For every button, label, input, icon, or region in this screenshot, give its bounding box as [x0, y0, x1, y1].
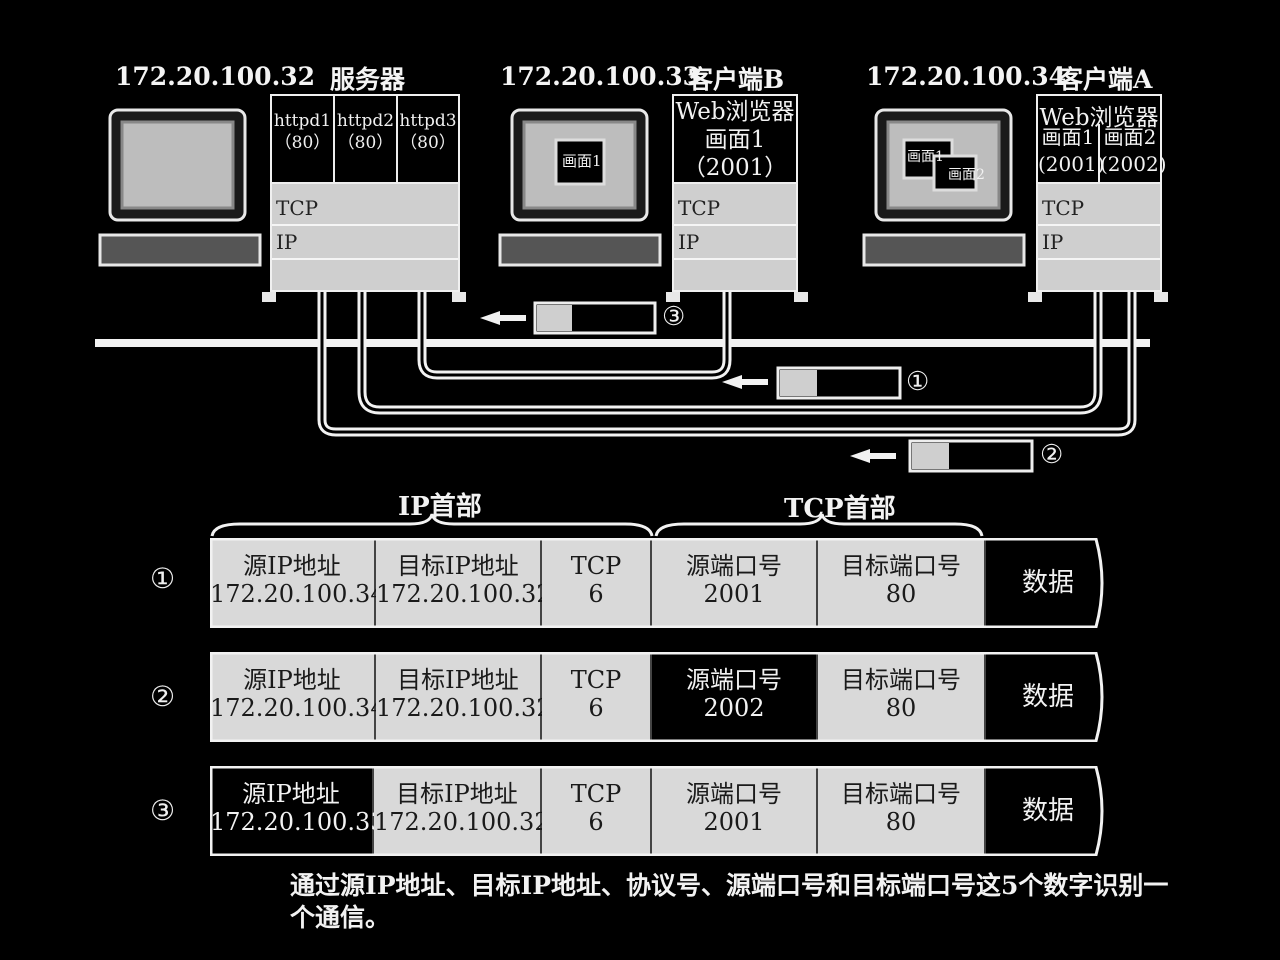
stack-feet [262, 292, 1168, 302]
network-diagram: 172.20.100.32 服务器 172.20.100.33 客户端B 172… [95, 62, 1168, 473]
server-protocol-stack: httpd1（80） httpd2（80） httpd3（80） TCP IP [270, 94, 460, 292]
packet-1-marker: ① [906, 367, 930, 397]
client-a-tcp-layer: TCP [1038, 192, 1160, 226]
computer-icon-client-b [498, 108, 662, 267]
ip-header-label: IP首部 [398, 492, 482, 522]
client-b-ip: 172.20.100.33 [500, 62, 701, 91]
client-a-ip: 172.20.100.34 [866, 62, 1067, 91]
row-2-marker: ② [150, 680, 176, 713]
client-b-ip-layer: IP [674, 226, 796, 260]
packet-3 [480, 301, 657, 335]
server-tcp-layer: TCP [272, 192, 458, 226]
server-ip-layer: IP [272, 226, 458, 260]
client-b-browser: Web浏览器 画面1 （2001） [675, 99, 795, 181]
httpd3-process: httpd3（80） [399, 111, 457, 153]
client-a-ip-layer: IP [1038, 226, 1160, 260]
client-a-window-2: 画面2(2002) [1100, 125, 1167, 176]
packet-2 [850, 439, 1034, 473]
client-a-protocol-stack: Web浏览器 画面1(2001) 画面2(2002) TCP IP [1036, 94, 1167, 292]
client-b-app-layer: Web浏览器 画面1 （2001） [674, 96, 796, 184]
computer-icon-server [98, 108, 262, 267]
client-b-screen-label: 画面1 [562, 152, 602, 170]
row-1-marker: ① [150, 562, 176, 595]
client-a-screen-label-2: 画面2 [948, 167, 985, 183]
client-a-screen-label-1: 画面1 [907, 149, 944, 165]
client-b-protocol-stack: Web浏览器 画面1 （2001） TCP IP [672, 94, 798, 292]
client-b-tcp-layer: TCP [674, 192, 796, 226]
row-3-marker: ③ [150, 794, 176, 827]
httpd2-process: httpd2（80） [335, 96, 398, 182]
client-a-app-layer: Web浏览器 画面1(2001) 画面2(2002) [1038, 96, 1167, 184]
server-ip: 172.20.100.32 [115, 62, 316, 91]
server-app-layer: httpd1（80） httpd2（80） httpd3（80） [272, 96, 458, 184]
packet-3-marker: ③ [662, 302, 686, 332]
computer-icon-client-a [862, 108, 1026, 267]
data-cell: 数据 [986, 538, 1110, 628]
client-a-window-1: 画面1(2001) [1038, 124, 1105, 182]
data-cell: 数据 [986, 766, 1110, 856]
data-cell: 数据 [986, 652, 1110, 742]
server-title: 服务器 [330, 65, 406, 94]
network-bus [95, 339, 1150, 347]
caption-text: 通过源IP地址、目标IP地址、协议号、源端口号和目标端口号这5个数字识别一个通信… [290, 871, 1169, 932]
packet-2-marker: ② [1040, 440, 1064, 470]
header-braces [210, 513, 984, 537]
network-lines [95, 108, 1168, 473]
tcp-header-label: TCP首部 [784, 494, 896, 524]
httpd1-process: httpd1（80） [272, 96, 335, 182]
client-a-title: 客户端A [1058, 65, 1153, 94]
packet-1 [722, 366, 902, 400]
client-b-title: 客户端B [688, 65, 785, 94]
